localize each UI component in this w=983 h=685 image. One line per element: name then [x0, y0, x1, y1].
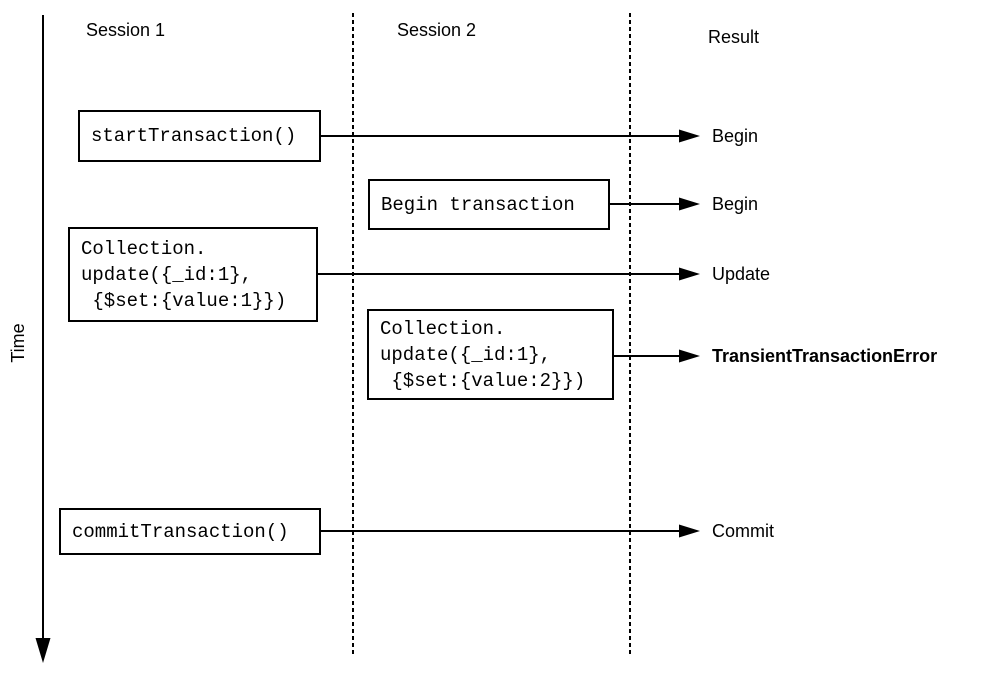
arrow-begin-transaction	[610, 197, 700, 211]
time-axis-label: Time	[8, 323, 28, 363]
column-header-result: Result	[708, 27, 760, 47]
time-axis	[35, 15, 51, 663]
box-start-transaction: startTransaction()	[78, 110, 321, 162]
arrowhead	[679, 197, 700, 211]
box-session1-update: Collection. update({_id:1}, {$set:{value…	[68, 227, 318, 322]
arrowhead	[679, 129, 700, 143]
result-commit: Commit	[712, 521, 774, 541]
arrowhead	[679, 524, 700, 538]
box-session1-update-text: Collection. update({_id:1}, {$set:{value…	[81, 237, 287, 312]
box-start-transaction-text: startTransaction()	[91, 125, 297, 147]
arrowhead	[679, 267, 700, 281]
result-transient-transaction-error: TransientTransactionError	[712, 346, 938, 366]
box-begin-transaction-text: Begin transaction	[381, 193, 575, 216]
box-session2-update: Collection. update({_id:1}, {$set:{value…	[367, 309, 614, 400]
box-session2-update-text: Collection. update({_id:1}, {$set:{value…	[380, 317, 586, 392]
result-begin-2: Begin	[712, 194, 759, 214]
box-begin-transaction: Begin transaction	[368, 179, 610, 230]
arrow-update-session1	[318, 267, 700, 281]
box-commit-transaction-text: commitTransaction()	[72, 520, 289, 543]
result-begin-1: Begin	[712, 126, 759, 146]
column-header-session1: Session 1	[86, 20, 166, 40]
arrow-update-session2	[614, 349, 700, 363]
time-axis-arrowhead	[35, 638, 51, 663]
arrowhead	[679, 349, 700, 363]
box-commit-transaction: commitTransaction()	[59, 508, 321, 555]
result-update: Update	[712, 264, 771, 284]
arrow-start-transaction	[321, 129, 700, 143]
column-header-session2: Session 2	[397, 20, 477, 40]
arrow-commit-transaction	[321, 524, 700, 538]
